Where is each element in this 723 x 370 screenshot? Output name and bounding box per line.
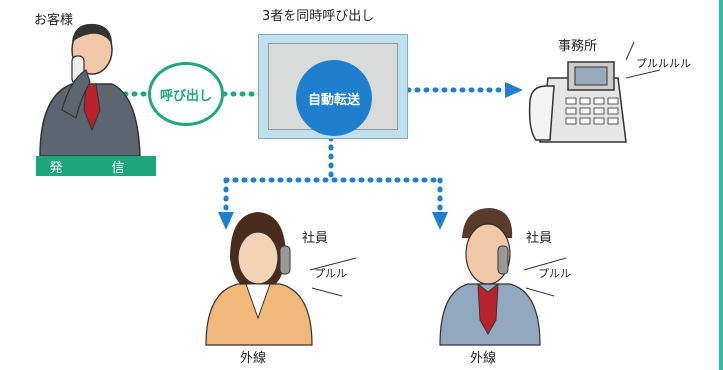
customer-label: お客様 bbox=[34, 13, 74, 28]
call-label: 呼び出し bbox=[159, 88, 212, 104]
right-employee-figure bbox=[439, 208, 567, 346]
right-accent-border bbox=[719, 0, 723, 370]
call-circle: 呼び出し bbox=[148, 62, 224, 126]
office-label: 事務所 bbox=[558, 39, 598, 54]
outgoing-label: 発 信 bbox=[49, 160, 143, 176]
office-phone bbox=[528, 41, 661, 143]
right-employee-label: 社員 bbox=[526, 231, 553, 246]
auto-transfer-label: 自動転送 bbox=[307, 92, 360, 108]
simultaneous-call-label: 3者を同時呼び出し bbox=[262, 9, 375, 24]
outgoing-badge: 発 信 bbox=[36, 156, 156, 176]
right-ring-label: プルル bbox=[538, 267, 571, 280]
left-employee-label: 社員 bbox=[302, 231, 329, 246]
right-outside-line-label: 外線 bbox=[470, 351, 497, 366]
arrow-to-office bbox=[505, 82, 523, 98]
arrow-to-left-employee bbox=[218, 212, 234, 230]
office-ring-label: プルルルル bbox=[636, 57, 691, 70]
left-employee-figure bbox=[205, 212, 357, 346]
left-ring-label: プルル bbox=[314, 267, 347, 280]
left-outside-line-label: 外線 bbox=[240, 351, 267, 366]
customer-figure bbox=[39, 23, 141, 157]
arrow-to-right-employee bbox=[432, 212, 448, 230]
auto-transfer-circle: 自動転送 bbox=[296, 60, 372, 136]
